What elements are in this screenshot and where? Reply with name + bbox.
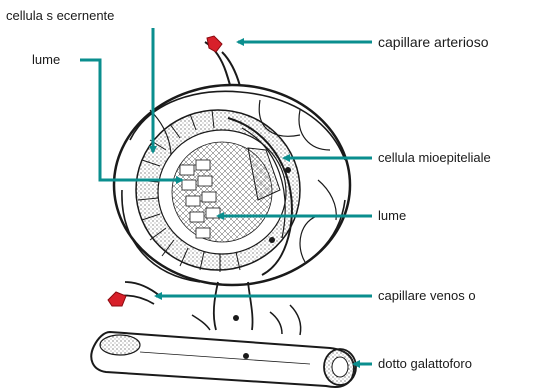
label-capillare-arterioso: capillare arterioso (378, 34, 489, 50)
lactiferous-duct (91, 332, 356, 387)
label-lume-left: lume (32, 52, 60, 68)
label-cellula-mioepiteliale: cellula mioepiteliale (378, 150, 491, 166)
label-dotto-galattoforo: dotto galattoforo (378, 356, 472, 372)
label-cellula-secernente: cellula s ecernente (6, 8, 114, 24)
alveolus-stalk (192, 282, 301, 335)
venous-capillary (108, 282, 160, 306)
alveolus-body (114, 85, 350, 285)
label-capillare-venoso: capillare venos o (378, 288, 476, 304)
label-lume-right: lume (378, 208, 406, 224)
